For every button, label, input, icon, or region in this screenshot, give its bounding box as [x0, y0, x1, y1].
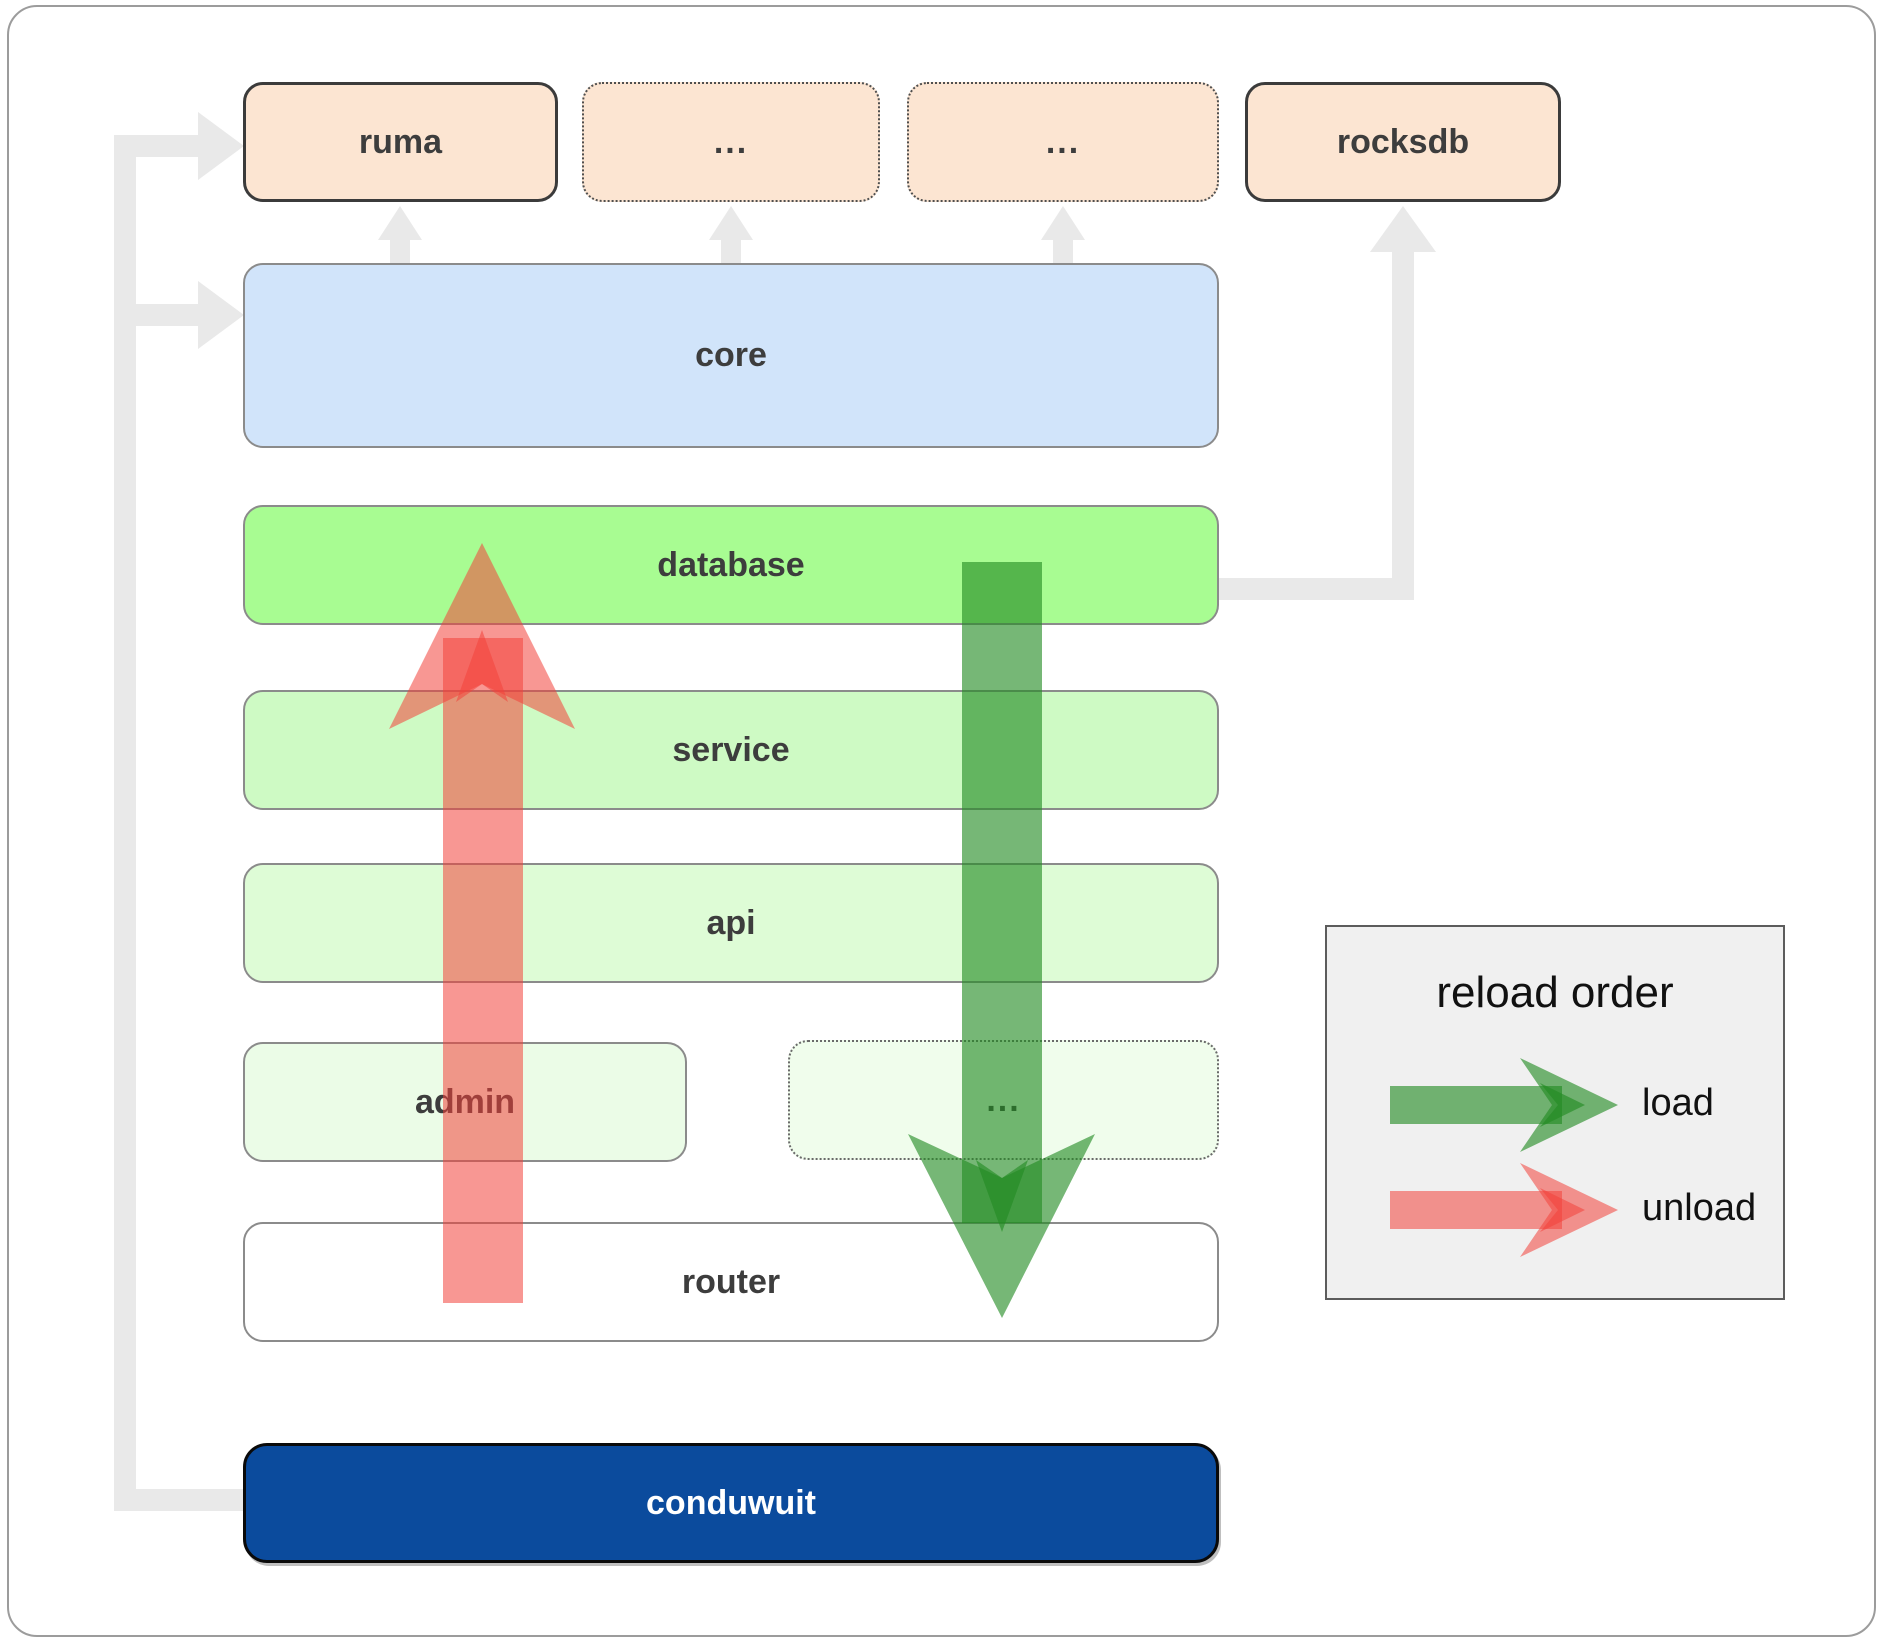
box-database: database	[243, 505, 1219, 625]
box-rocksdb-label: rocksdb	[1336, 122, 1470, 161]
legend-load-label: load	[1642, 1082, 1714, 1124]
box-admin: admin	[243, 1042, 687, 1162]
box-ruma-label: ruma	[358, 122, 443, 161]
box-dependency-ellipsis-1-label: ...	[713, 122, 749, 161]
box-dependency-ellipsis-2: ...	[907, 82, 1219, 202]
box-core-label: core	[695, 336, 767, 374]
legend-unload-label: unload	[1642, 1187, 1757, 1229]
box-service-label: service	[672, 730, 790, 769]
box-api: api	[243, 863, 1219, 983]
box-service-ellipsis-label: ...	[986, 1080, 1021, 1119]
box-service-ellipsis: ...	[788, 1040, 1219, 1160]
box-admin-label: admin	[414, 1082, 516, 1121]
connector-core-to-dep2-arrow	[1041, 206, 1085, 264]
connector-database-to-rocksdb	[1219, 206, 1436, 600]
box-database-label: database	[657, 545, 805, 584]
connector-core-to-dep1-arrow	[709, 206, 753, 264]
box-service: service	[243, 690, 1219, 810]
box-conduwuit: conduwuit	[243, 1443, 1219, 1563]
box-api-label: api	[706, 903, 756, 942]
connector-arrow-to-ruma	[114, 112, 244, 180]
legend-title: reload order	[1436, 968, 1674, 1017]
box-router: router	[243, 1222, 1219, 1342]
connector-arrow-to-core	[136, 281, 244, 349]
box-ruma: ruma	[243, 82, 558, 202]
box-dependency-ellipsis-1: ...	[582, 82, 880, 202]
connector-conduwuit-left	[114, 135, 245, 1511]
connector-core-to-ruma-arrow	[378, 206, 422, 264]
box-router-label: router	[681, 1262, 781, 1301]
page-border	[7, 5, 1876, 1637]
box-core: core	[243, 263, 1219, 448]
box-dependency-ellipsis-2-label: ...	[1045, 122, 1081, 161]
box-rocksdb: rocksdb	[1245, 82, 1561, 202]
box-conduwuit-label: conduwuit	[646, 1483, 816, 1522]
